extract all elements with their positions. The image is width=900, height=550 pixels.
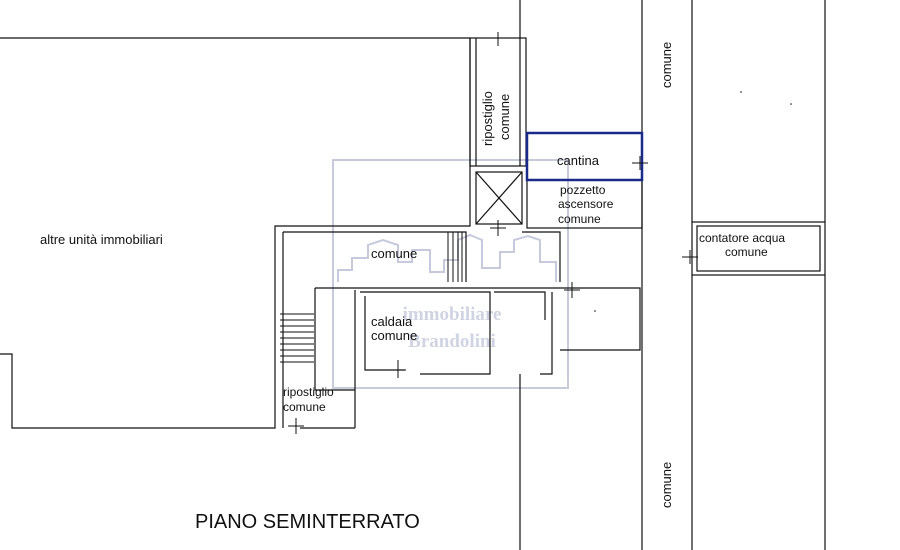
- walls: [0, 0, 826, 550]
- label-comune-street-bottom: comune: [659, 462, 674, 508]
- watermark: immobiliare Brandolini: [332, 159, 569, 389]
- cross-markers: [288, 32, 698, 434]
- label-pozzetto-3: comune: [558, 212, 601, 226]
- label-caldaia-1: caldaia: [371, 314, 413, 329]
- watermark-line2: Brandolini: [408, 331, 496, 352]
- dot-marker: [594, 310, 596, 312]
- label-ripostiglio-bottom-2: comune: [283, 400, 326, 414]
- label-ripostiglio-top-2: comune: [497, 94, 512, 140]
- label-altre-unita: altre unità immobiliari: [40, 232, 163, 247]
- stairs: [280, 232, 463, 363]
- label-ripostiglio-top-1: ripostiglio: [480, 91, 495, 146]
- label-comune-center: comune: [371, 246, 417, 261]
- watermark-line1: immobiliare: [403, 304, 502, 325]
- plan-title: PIANO SEMINTERRATO: [195, 511, 420, 533]
- label-contatore-1: contatore acqua: [699, 231, 785, 245]
- label-cantina: cantina: [557, 153, 600, 168]
- dot-marker: [740, 91, 742, 93]
- label-pozzetto-1: pozzetto: [560, 183, 606, 197]
- label-pozzetto-2: ascensore: [558, 197, 614, 211]
- label-caldaia-2: comune: [371, 328, 417, 343]
- dot-marker: [790, 103, 792, 105]
- cantina-outline: [525, 131, 644, 182]
- watermark-skyline-icon: [337, 233, 557, 282]
- label-ripostiglio-bottom-1: ripostiglio: [283, 385, 334, 399]
- label-contatore-2: comune: [725, 245, 768, 259]
- label-comune-street-top: comune: [659, 42, 674, 88]
